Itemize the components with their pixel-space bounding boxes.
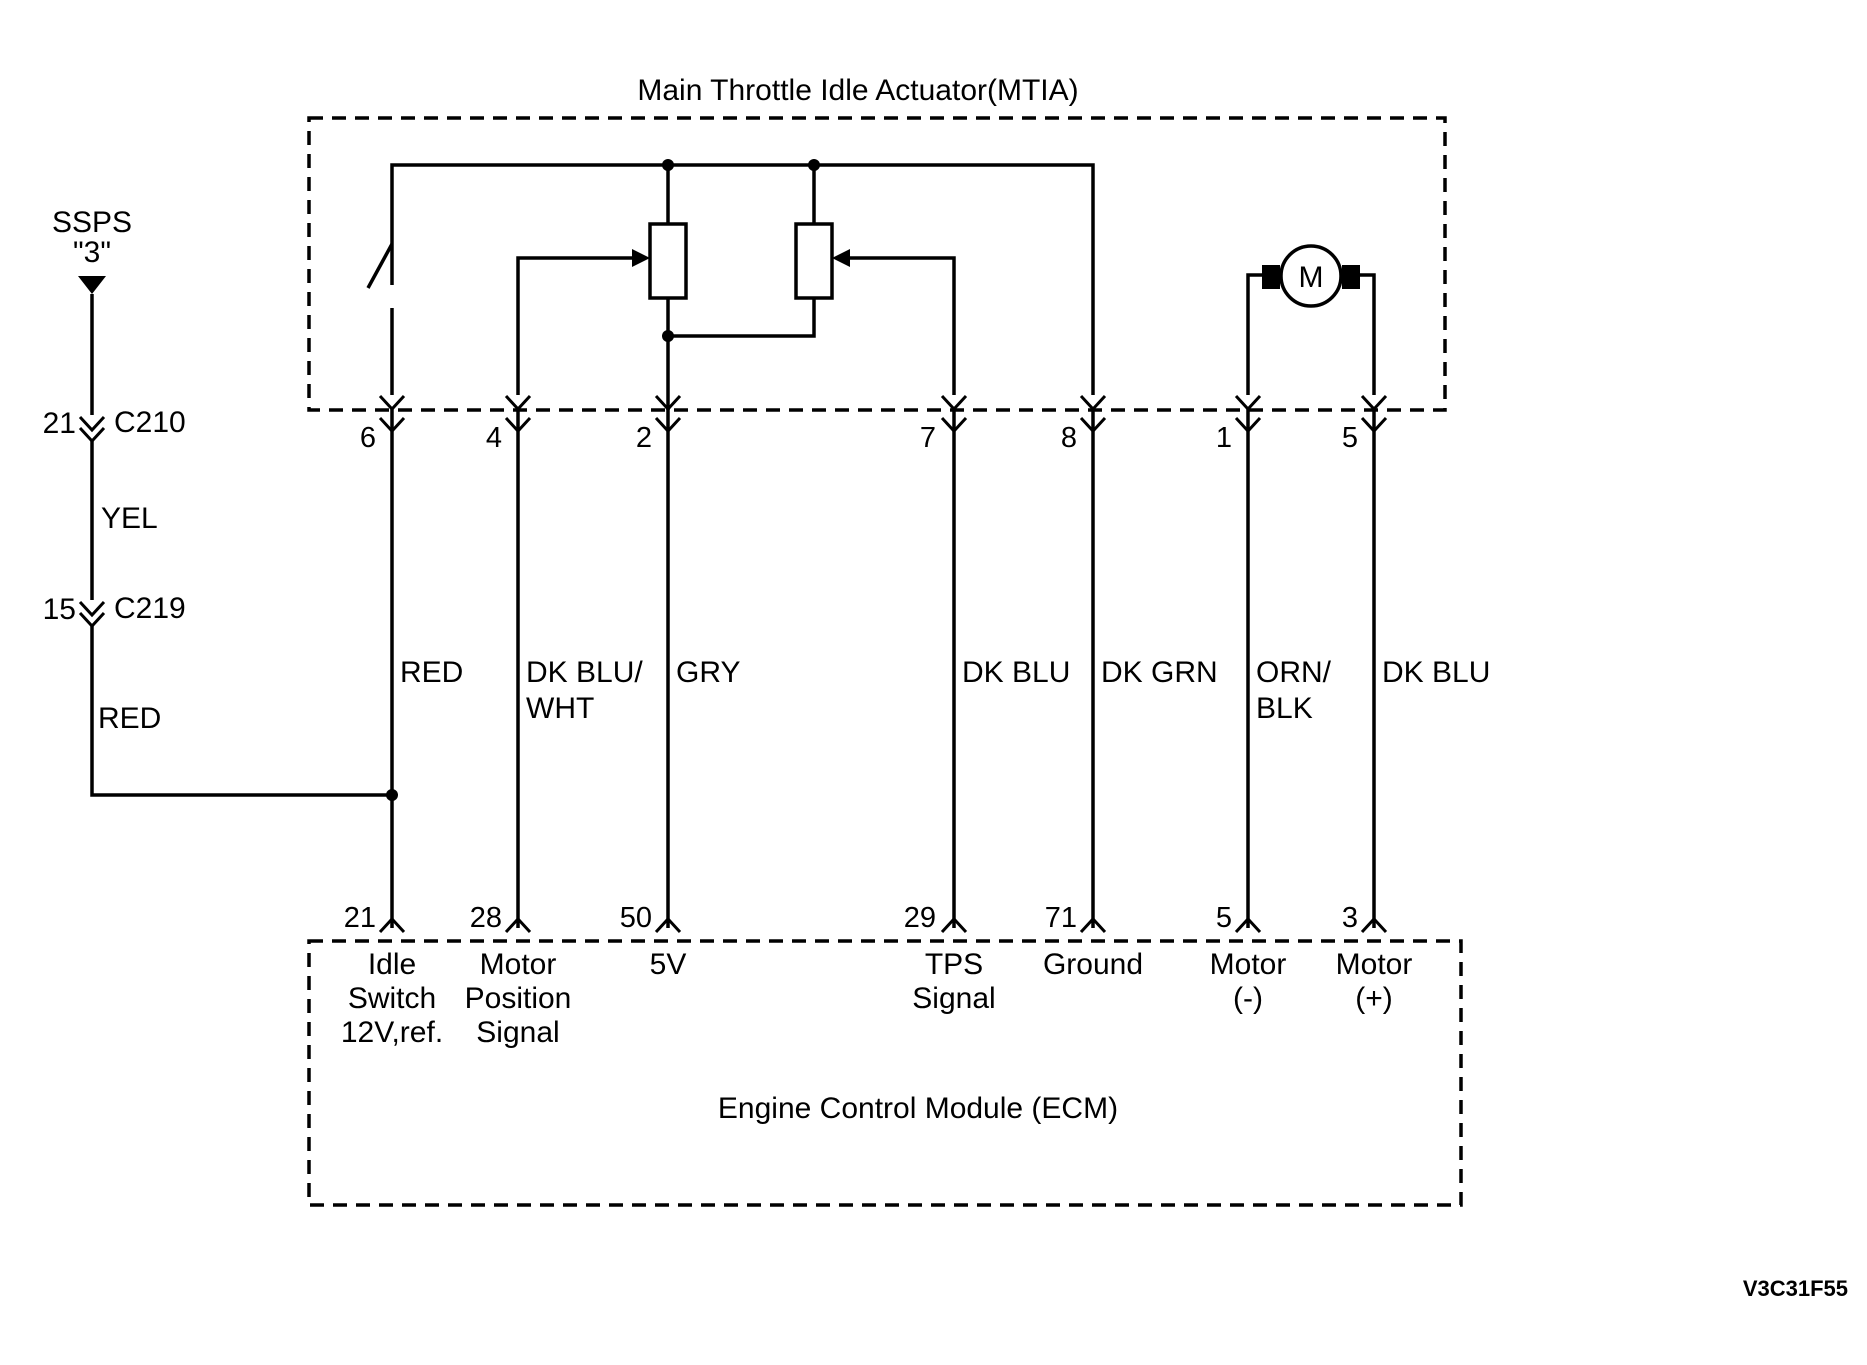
ecm-pin-number: 71: [1045, 902, 1077, 934]
ecm-pin-number: 50: [620, 902, 652, 934]
wire-red-left-label: RED: [98, 702, 161, 735]
ecm-pin-function-label: Motor: [1336, 948, 1413, 981]
wire-color-label: GRY: [676, 656, 740, 689]
mtia-box: [307, 116, 1447, 412]
connector-arrow-icon: [1234, 916, 1262, 934]
connector-arrow-icon: [504, 394, 532, 412]
ecm-pin-function-label: 5V: [650, 948, 687, 981]
wire-color-label: DK BLU: [1382, 656, 1490, 689]
wire-color-label: DK GRN: [1101, 656, 1218, 689]
motor-icon: [1279, 244, 1343, 308]
tps-potentiometer: [794, 222, 834, 300]
connector-arrow-icon: [1079, 394, 1107, 412]
ssps-pin: "3": [73, 236, 111, 269]
connector-arrow-icon: [1360, 916, 1388, 934]
ssps-label: SSPS: [52, 206, 132, 239]
mtia-pin-number: 4: [486, 422, 502, 454]
motor-symbol: M: [1299, 261, 1324, 294]
ecm-pin-number: 29: [904, 902, 936, 934]
wire-color-label: BLK: [1256, 692, 1313, 725]
ecm-pin-function-label: 12V,ref.: [341, 1016, 443, 1049]
c210-connector: C210: [114, 406, 186, 439]
connector-arrow-icon: [378, 916, 406, 934]
ecm-pin-function-label: Signal: [476, 1016, 559, 1049]
ecm-pin-function-label: Idle: [368, 948, 416, 981]
idle-switch-contact: [366, 243, 394, 289]
c219-pin: 15: [43, 593, 76, 626]
ecm-title: Engine Control Module (ECM): [718, 1092, 1118, 1125]
ecm-pin-function-label: Motor: [480, 948, 557, 981]
mtia-title: Main Throttle Idle Actuator(MTIA): [637, 74, 1078, 107]
ecm-pin-function-label: Ground: [1043, 948, 1143, 981]
ecm-pin-function-label: (+): [1355, 982, 1393, 1015]
mtia-pin-number: 1: [1216, 422, 1232, 454]
connector-arrow-icon: [940, 916, 968, 934]
ecm-pin-function-label: Position: [465, 982, 572, 1015]
connector-arrow-icon: [1079, 916, 1107, 934]
wire-color-label: WHT: [526, 692, 594, 725]
position-potentiometer: [648, 222, 688, 300]
mtia-pin-number: 6: [360, 422, 376, 454]
ecm-pin-function-label: Motor: [1210, 948, 1287, 981]
ecm-pin-number: 21: [344, 902, 376, 934]
ecm-box: [307, 939, 1463, 1207]
ecm-pin-function-label: Switch: [348, 982, 436, 1015]
connector-arrow-icon: [1360, 394, 1388, 412]
wire-color-label: ORN/: [1256, 656, 1332, 689]
ecm-pin-number: 3: [1342, 902, 1358, 934]
wire-yel-label: YEL: [101, 502, 158, 535]
mtia-pin-number: 2: [636, 422, 652, 454]
connector-arrow-icon: [654, 916, 682, 934]
ecm-pin-function-label: (-): [1233, 982, 1263, 1015]
connector-arrow-icon: [504, 916, 532, 934]
figure-id: V3C31F55: [1743, 1276, 1848, 1301]
connector-arrow-icon: [1234, 394, 1262, 412]
connector-arrow-icon: [940, 394, 968, 412]
ecm-pin-function-label: Signal: [912, 982, 995, 1015]
mtia-pin-number: 5: [1342, 422, 1358, 454]
mtia-internal-circuit: M: [366, 159, 1376, 410]
ssps-terminal-icon: [78, 276, 106, 294]
wire-color-label: RED: [400, 656, 463, 689]
connector-arrow-icon: [378, 394, 406, 412]
wire-color-label: DK BLU: [962, 656, 1070, 689]
mtia-pin-number: 7: [920, 422, 936, 454]
ecm-pin-number: 5: [1216, 902, 1232, 934]
ecm-pin-number: 28: [470, 902, 502, 934]
ecm-pin-function-label: TPS: [925, 948, 983, 981]
wire-color-label: DK BLU/: [526, 656, 643, 689]
mtia-pin-number: 8: [1061, 422, 1077, 454]
c219-connector: C219: [114, 592, 186, 625]
c210-pin: 21: [43, 407, 76, 440]
